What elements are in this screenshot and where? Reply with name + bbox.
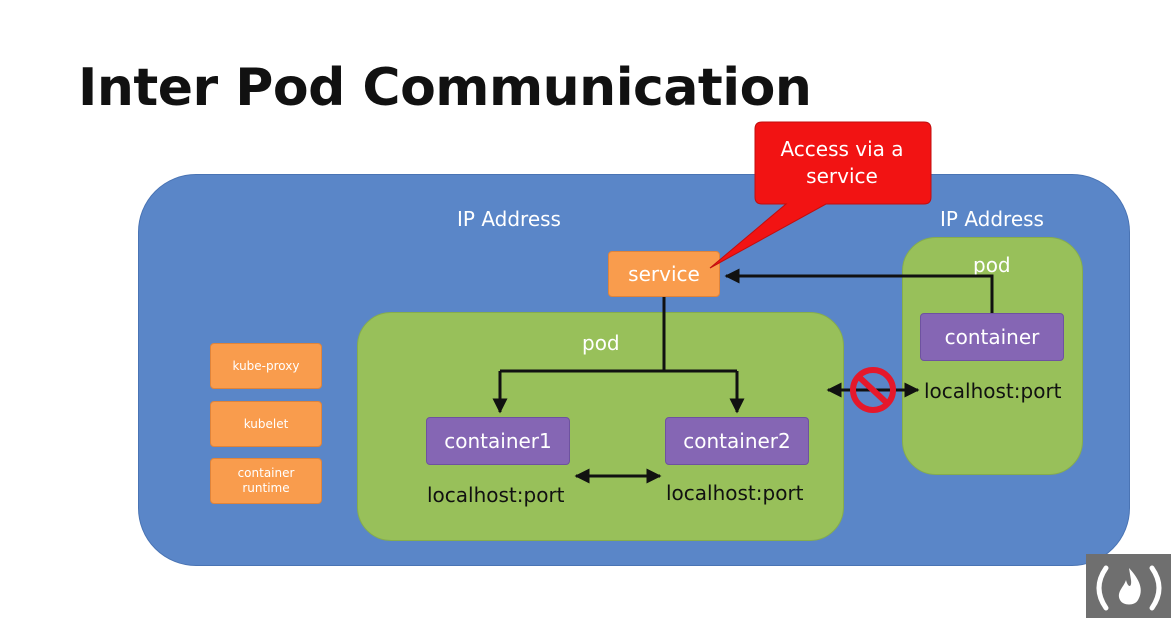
container1-box: container1: [426, 417, 570, 465]
right-container-box: container: [920, 313, 1064, 361]
slide-title: Inter Pod Communication: [78, 58, 812, 118]
service-to-containers-connector: [492, 297, 745, 414]
container1-port-label: localhost:port: [427, 483, 565, 507]
right-ip-address-label: IP Address: [940, 207, 1044, 231]
container2-box: container2: [665, 417, 809, 465]
container2-port-label: localhost:port: [666, 481, 804, 505]
kube-proxy-box: kube-proxy: [210, 343, 322, 389]
fire-logo-icon: [1086, 554, 1171, 618]
callout-bubble: [709, 121, 932, 269]
right-container-to-service-connector: [724, 268, 994, 313]
container-runtime-box: container runtime: [210, 458, 322, 504]
callout-text: Access via a service: [780, 137, 904, 188]
no-entry-icon: [850, 367, 896, 413]
kubelet-box: kubelet: [210, 401, 322, 447]
right-pod-label: pod: [973, 253, 1011, 277]
right-container-port-label: localhost:port: [924, 379, 1062, 403]
service-box: service: [608, 251, 720, 297]
node-ip-address-label: IP Address: [457, 207, 561, 231]
main-pod-label: pod: [582, 331, 620, 355]
